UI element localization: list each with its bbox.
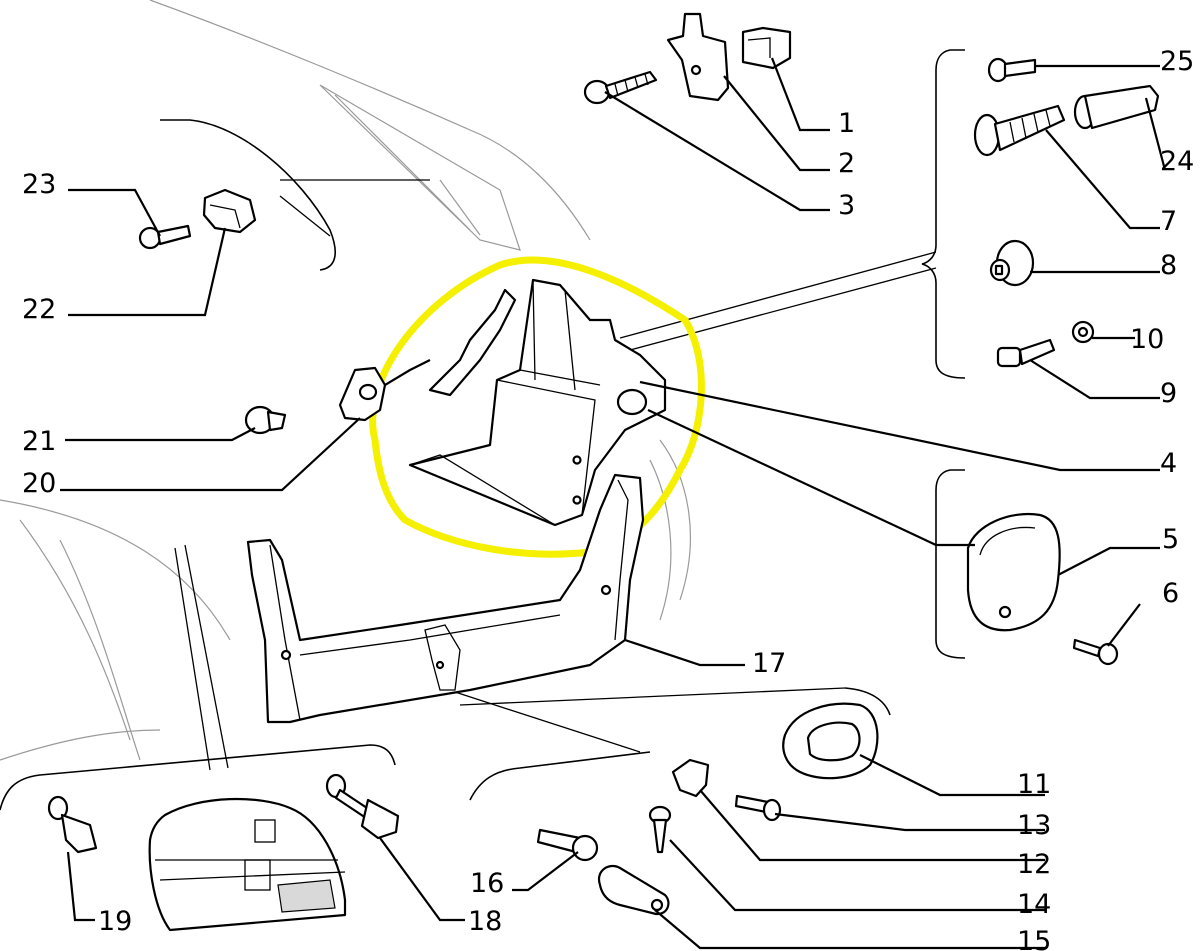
lower-frame: [246, 473, 645, 724]
inner-panel-assembly: [408, 278, 667, 527]
callout-25: 25: [1160, 46, 1194, 77]
callout-8: 8: [1160, 250, 1177, 281]
callout-18: 18: [468, 906, 502, 937]
callout-5: 5: [1162, 524, 1179, 555]
part-14-screw: [648, 805, 672, 854]
part-11-grommet: [782, 702, 879, 780]
part-1-clip: [741, 26, 792, 70]
leader-lines: [60, 57, 1167, 950]
callout-labels: 1 2 3 4 5 6 7 8 9 10 11 12 13 14 15 16 1…: [22, 46, 1194, 951]
callout-17: 17: [752, 648, 786, 679]
callout-23: 23: [22, 169, 56, 200]
part-23-screw: [138, 224, 192, 250]
callout-16: 16: [470, 868, 504, 899]
callout-7: 7: [1160, 206, 1177, 237]
part-24-plug: [1073, 84, 1160, 130]
assembly-connectors: [174, 179, 937, 771]
callout-1: 1: [838, 108, 855, 139]
part-12-clip: [671, 758, 710, 798]
part-7-rivet: [973, 104, 1066, 157]
part-3-screw: [583, 70, 658, 105]
part-2-bracket: [666, 12, 730, 102]
part-19-holder: [47, 795, 98, 854]
part-15-tab: [597, 864, 670, 916]
part-8-grommet: [989, 239, 1035, 287]
part-21-clip: [244, 405, 287, 435]
callout-9: 9: [1160, 378, 1177, 409]
callout-6: 6: [1162, 578, 1179, 609]
callout-24: 24: [1160, 146, 1194, 177]
part-20-bracket: [338, 359, 431, 422]
part-13-screw: [734, 794, 782, 822]
callout-2: 2: [838, 148, 855, 179]
part-22-plug: [202, 188, 257, 234]
car-body-outline: [0, 0, 692, 761]
callout-19: 19: [98, 906, 132, 937]
callout-14: 14: [1017, 889, 1051, 920]
callout-20: 20: [22, 468, 56, 499]
callout-10: 10: [1130, 324, 1164, 355]
part-5-cover: [966, 512, 1061, 632]
part-18-bolt: [325, 773, 400, 840]
part-25-screw: [987, 57, 1037, 83]
part-10-washer: [1071, 320, 1095, 344]
highlight-ring: [369, 256, 705, 558]
part-16-stud: [536, 828, 599, 862]
group-brackets: [0, 49, 966, 811]
callout-15: 15: [1017, 926, 1051, 951]
callout-11: 11: [1017, 769, 1051, 800]
callout-22: 22: [22, 294, 56, 325]
callout-21: 21: [22, 426, 56, 457]
part-6-screw: [1072, 638, 1119, 666]
callout-12: 12: [1017, 849, 1051, 880]
callout-13: 13: [1017, 810, 1051, 841]
callout-3: 3: [838, 190, 855, 221]
part-9-bolt: [996, 338, 1056, 368]
tail-lamp: [148, 797, 347, 932]
callout-4: 4: [1160, 448, 1177, 479]
